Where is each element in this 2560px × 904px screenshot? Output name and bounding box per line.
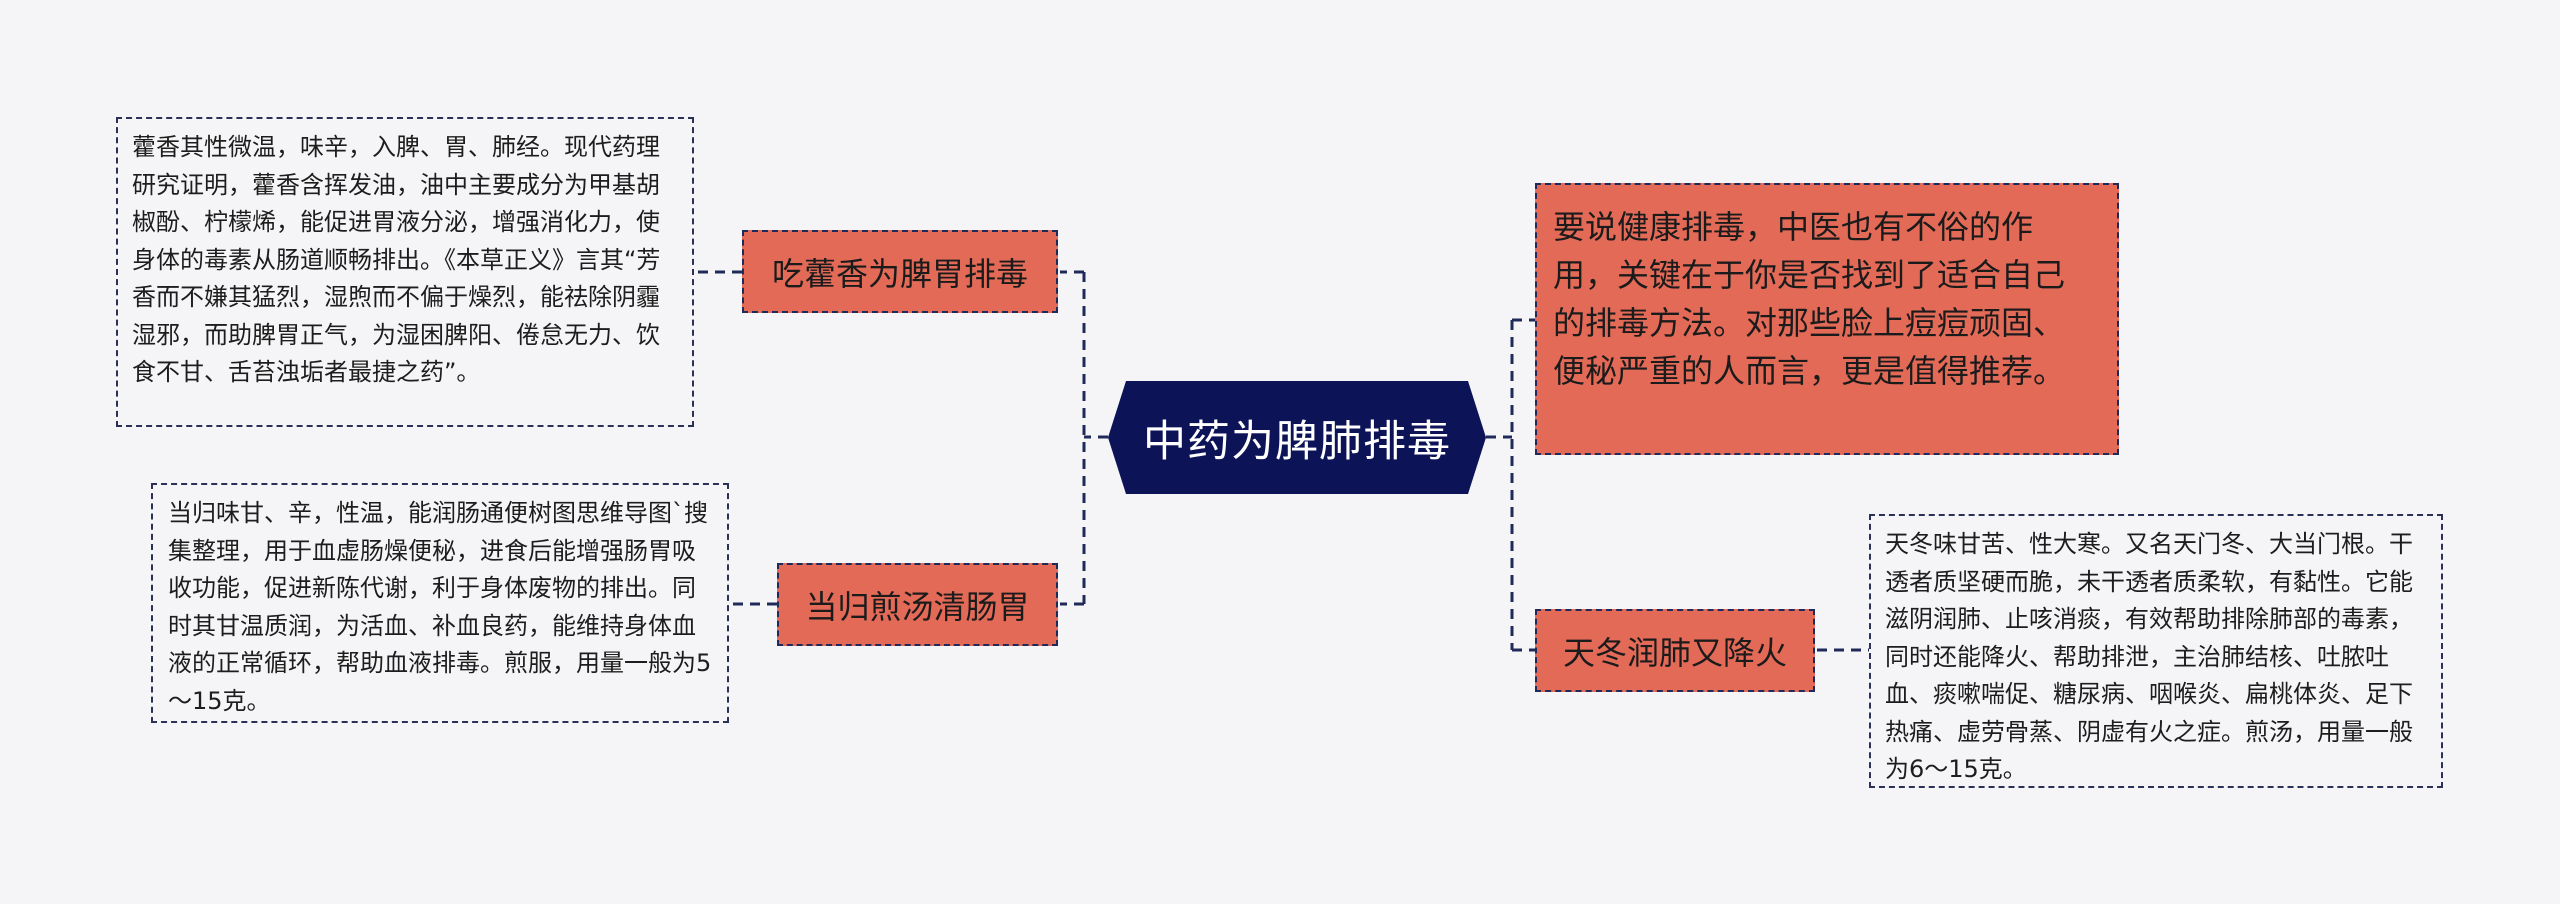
connector-central-right-trunk <box>1486 318 1535 652</box>
note-huoxiang-text: 藿香其性微温，味辛，入脾、胃、肺经。现代药理研究证明，藿香含挥发油，油中主要成分… <box>132 133 661 386</box>
note-huoxiang[interactable]: 藿香其性微温，味辛，入脾、胃、肺经。现代药理研究证明，藿香含挥发油，油中主要成分… <box>116 117 694 427</box>
branch-danggui[interactable]: 当归煎汤清肠胃 <box>777 563 1058 646</box>
branch-huoxiang[interactable]: 吃藿香为脾胃排毒 <box>742 230 1058 313</box>
note-danggui[interactable]: 当归味甘、辛，性温，能润肠通便树图思维导图`搜集整理，用于血虚肠燥便秘，进食后能… <box>151 483 729 723</box>
branch-danggui-label: 当归煎汤清肠胃 <box>805 587 1030 626</box>
note-tiandong-text: 天冬味甘苦、性大寒。又名天门冬、大当门根。干透者质坚硬而脆，未干透者质柔软，有黏… <box>1885 530 2413 783</box>
central-topic-label: 中药为脾肺排毒 <box>1143 416 1451 467</box>
branch-huoxiang-label: 吃藿香为脾胃排毒 <box>771 254 1028 293</box>
intro-topic[interactable]: 要说健康排毒，中医也有不俗的作用，关键在于你是否找到了适合自己的排毒方法。对那些… <box>1535 183 2119 455</box>
connector-central-left-trunk <box>1060 270 1108 606</box>
branch-tiandong-label: 天冬润肺又降火 <box>1562 633 1787 672</box>
intro-topic-text: 要说健康排毒，中医也有不俗的作用，关键在于你是否找到了适合自己的排毒方法。对那些… <box>1553 208 2066 390</box>
branch-tiandong[interactable]: 天冬润肺又降火 <box>1535 609 1815 692</box>
central-topic[interactable]: 中药为脾肺排毒 <box>1108 381 1486 494</box>
note-tiandong[interactable]: 天冬味甘苦、性大寒。又名天门冬、大当门根。干透者质坚硬而脆，未干透者质柔软，有黏… <box>1869 514 2443 788</box>
note-danggui-text: 当归味甘、辛，性温，能润肠通便树图思维导图`搜集整理，用于血虚肠燥便秘，进食后能… <box>168 499 712 715</box>
